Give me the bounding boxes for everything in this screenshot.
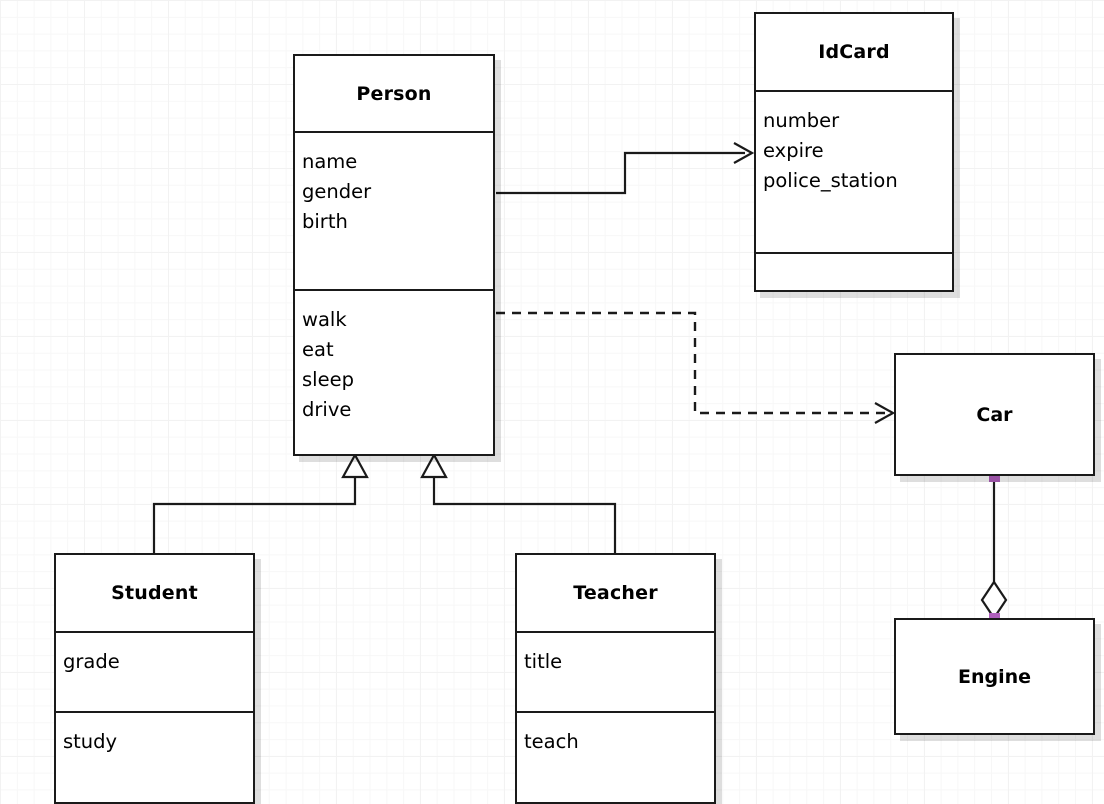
edge-person-car[interactable]: [496, 311, 896, 424]
class-name-student: Student: [111, 582, 198, 604]
class-box-engine[interactable]: Engine: [894, 618, 1095, 735]
method-row: drive: [302, 398, 352, 421]
class-name-idcard: IdCard: [818, 41, 890, 63]
class-methods-student: study: [56, 711, 253, 802]
class-box-teacher[interactable]: Teacher title teach: [515, 553, 716, 804]
class-attributes-teacher: title: [517, 631, 714, 711]
method-row: teach: [524, 730, 579, 753]
attribute-row: number: [763, 109, 840, 132]
class-attributes-idcard: number expire police_station: [756, 90, 952, 252]
method-row: eat: [302, 338, 334, 361]
attribute-row: grade: [63, 650, 120, 673]
attribute-row: birth: [302, 210, 348, 233]
edge-teacher-person[interactable]: [420, 452, 617, 553]
class-box-student[interactable]: Student grade study: [54, 553, 255, 804]
class-methods-idcard: [756, 252, 952, 290]
class-name-teacher: Teacher: [573, 582, 658, 604]
edge-student-person[interactable]: [152, 452, 369, 553]
method-row: study: [63, 730, 118, 753]
method-row: sleep: [302, 368, 354, 391]
attribute-row: expire: [763, 139, 824, 162]
class-box-idcard[interactable]: IdCard number expire police_station: [754, 12, 954, 292]
class-name-car: Car: [976, 403, 1013, 426]
edge-handle-car-end[interactable]: [988, 470, 1000, 482]
edge-car-engine[interactable]: [980, 476, 1008, 620]
class-name-engine: Engine: [957, 665, 1032, 688]
attribute-row: gender: [302, 180, 372, 203]
class-name-person: Person: [356, 82, 432, 105]
class-methods-person: walk eat sleep drive: [295, 289, 493, 454]
class-attributes-person: name gender birth: [295, 131, 493, 289]
class-box-person[interactable]: Person name gender birth walk eat sleep …: [293, 54, 495, 456]
attribute-row: title: [524, 650, 563, 673]
class-attributes-student: grade: [56, 631, 253, 711]
method-row: walk: [302, 308, 347, 331]
class-methods-teacher: teach: [517, 711, 714, 802]
edge-person-idcard[interactable]: [496, 142, 755, 195]
attribute-row: name: [302, 150, 358, 173]
class-box-car[interactable]: Car: [894, 353, 1095, 476]
attribute-row: police_station: [763, 169, 898, 192]
